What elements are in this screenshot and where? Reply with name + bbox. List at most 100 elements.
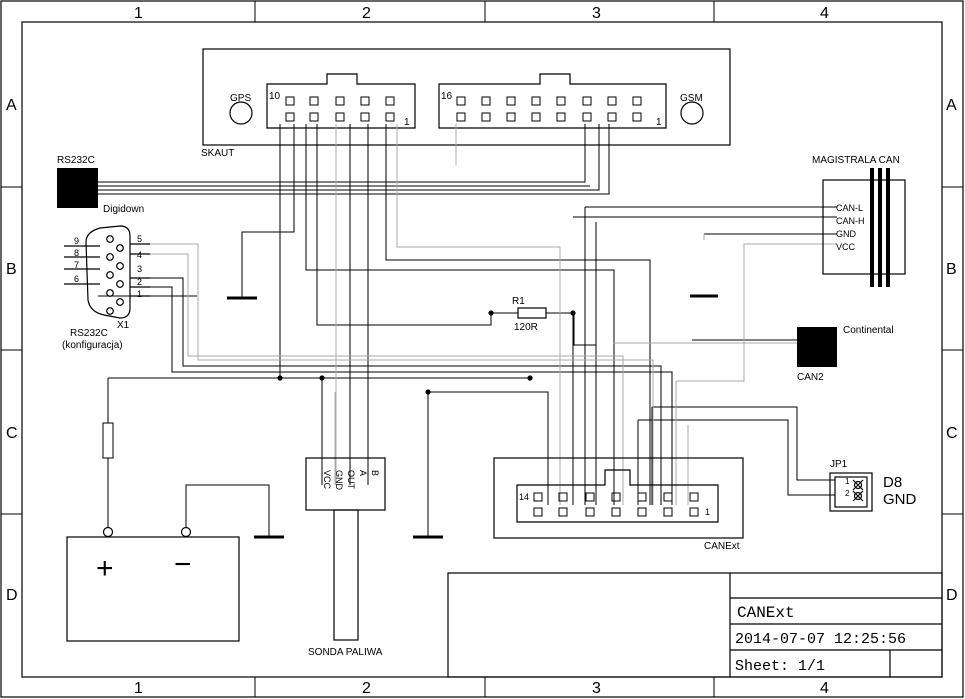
- row-label-c: C: [6, 425, 18, 442]
- canext-pin: [585, 507, 595, 517]
- continental-label: Continental: [843, 325, 894, 336]
- jp1-pin-1: 1: [845, 477, 850, 486]
- magistrala-can-label: MAGISTRALA CAN: [812, 155, 900, 166]
- wires-black: [98, 124, 837, 539]
- skaut-a-pin: [309, 112, 319, 122]
- title-block-title: CANExt: [737, 604, 795, 622]
- row-label-b: B: [6, 261, 17, 278]
- gsm-label: GSM: [680, 93, 703, 104]
- row-label-b-right: B: [946, 261, 957, 278]
- battery-plus: +: [96, 552, 114, 585]
- frame-labels: 1 2 3 4 1 2 3 4 A B C D A B C D: [6, 5, 958, 697]
- x1-label: X1: [117, 320, 130, 331]
- gps-label: GPS: [230, 93, 251, 104]
- sonda-pin-out: OUT: [346, 470, 356, 490]
- skaut-b-pin: [481, 112, 491, 122]
- skaut-pin-10-label: 10: [269, 91, 281, 102]
- konfiguracja-label: (konfiguracja): [62, 340, 123, 351]
- skaut-pin-1b-label: 1: [656, 117, 662, 128]
- canext-pin: [558, 507, 568, 517]
- col-label-3-bottom: 3: [592, 680, 601, 697]
- canext-pin: [533, 492, 543, 502]
- rs232c-config-label: RS232C: [70, 328, 108, 339]
- rs232c-digidown-label: RS232C: [57, 155, 95, 166]
- skaut-b-pin: [456, 112, 466, 122]
- sonda-pin-gnd: GND: [334, 470, 344, 491]
- db9-pin-8: 8: [74, 248, 79, 258]
- skaut-b-pin: [632, 96, 642, 106]
- title-block-date: 2014-07-07 12:25:56: [735, 631, 906, 648]
- db9-pin-1: 1: [137, 289, 142, 299]
- skaut-b-pin: [531, 96, 541, 106]
- title-block: [447, 572, 943, 678]
- skaut-a-pin: [335, 112, 345, 122]
- col-label-2-bottom: 2: [362, 680, 371, 697]
- skaut-b-pin: [556, 96, 566, 106]
- can-h-label: CAN-H: [836, 216, 865, 226]
- r1-value-label: 120R: [514, 322, 538, 333]
- row-label-a: A: [6, 97, 17, 114]
- skaut-b-pin: [582, 112, 592, 122]
- skaut-a-pin: [285, 96, 295, 106]
- skaut-b-pin: [632, 112, 642, 122]
- skaut-pin-16-label: 16: [441, 91, 453, 102]
- col-label-3: 3: [592, 5, 601, 22]
- junction-dots: [277, 310, 576, 395]
- canext-pin: [689, 507, 699, 517]
- db9-pin-4: 4: [137, 250, 142, 260]
- canext-pin: [585, 492, 595, 502]
- battery-minus: −: [174, 548, 192, 581]
- skaut-b-pin: [607, 96, 617, 106]
- row-label-c-right: C: [946, 425, 958, 442]
- canext-pin: [611, 492, 621, 502]
- skaut-b-pin: [607, 112, 617, 122]
- canext-pin: [637, 492, 647, 502]
- db9-pin-2: 2: [137, 277, 142, 287]
- jp1-label: JP1: [830, 459, 848, 470]
- skaut-connector-pins: [285, 96, 642, 122]
- r1-label: R1: [512, 296, 525, 307]
- skaut-b-pin: [556, 112, 566, 122]
- gnd-bus-label: GND: [836, 229, 857, 239]
- canext-pin: [689, 492, 699, 502]
- canext-pin: [637, 507, 647, 517]
- skaut-b-pin: [531, 112, 541, 122]
- jumper-jp1: [829, 472, 873, 512]
- canext-pin: [558, 492, 568, 502]
- skaut-module: [202, 48, 731, 146]
- canext-pin: [663, 507, 673, 517]
- canext-pin: [611, 507, 621, 517]
- can-l-label: CAN-L: [836, 203, 863, 213]
- row-label-d: D: [6, 587, 18, 604]
- canext-pin: [533, 507, 543, 517]
- resistor-r1: [517, 307, 547, 319]
- col-label-4-bottom: 4: [820, 680, 829, 697]
- fuel-probe-sonda: [305, 457, 386, 641]
- digidown-label: Digidown: [103, 204, 144, 215]
- row-label-d-right: D: [946, 587, 958, 604]
- sonda-paliwa-label: SONDA PALIWA: [308, 647, 383, 658]
- skaut-a-pin: [360, 96, 370, 106]
- rs232c-digidown-connector: [57, 168, 98, 208]
- db9-pin-3: 3: [137, 264, 142, 274]
- canext-connector-label: CANExt: [704, 541, 740, 552]
- skaut-b-pin: [506, 112, 516, 122]
- col-label-2: 2: [362, 5, 371, 22]
- can2-label: CAN2: [797, 372, 824, 383]
- d8-label: D8: [883, 474, 902, 491]
- skaut-b-pin: [456, 96, 466, 106]
- db9-pin-6: 6: [74, 274, 79, 284]
- skaut-b-pin: [582, 96, 592, 106]
- sonda-pin-b: B: [370, 470, 380, 476]
- vcc-bus-label: VCC: [836, 242, 856, 252]
- title-block-sheet: Sheet: 1/1: [735, 658, 825, 675]
- col-label-1: 1: [134, 5, 143, 22]
- canext-connector: [493, 457, 744, 539]
- col-label-1-bottom: 1: [134, 680, 143, 697]
- wires-grey: [132, 124, 837, 505]
- battery: [66, 526, 240, 642]
- skaut-b-pin: [481, 96, 491, 106]
- db9-pin-5: 5: [137, 234, 142, 244]
- skaut-b-pin: [506, 96, 516, 106]
